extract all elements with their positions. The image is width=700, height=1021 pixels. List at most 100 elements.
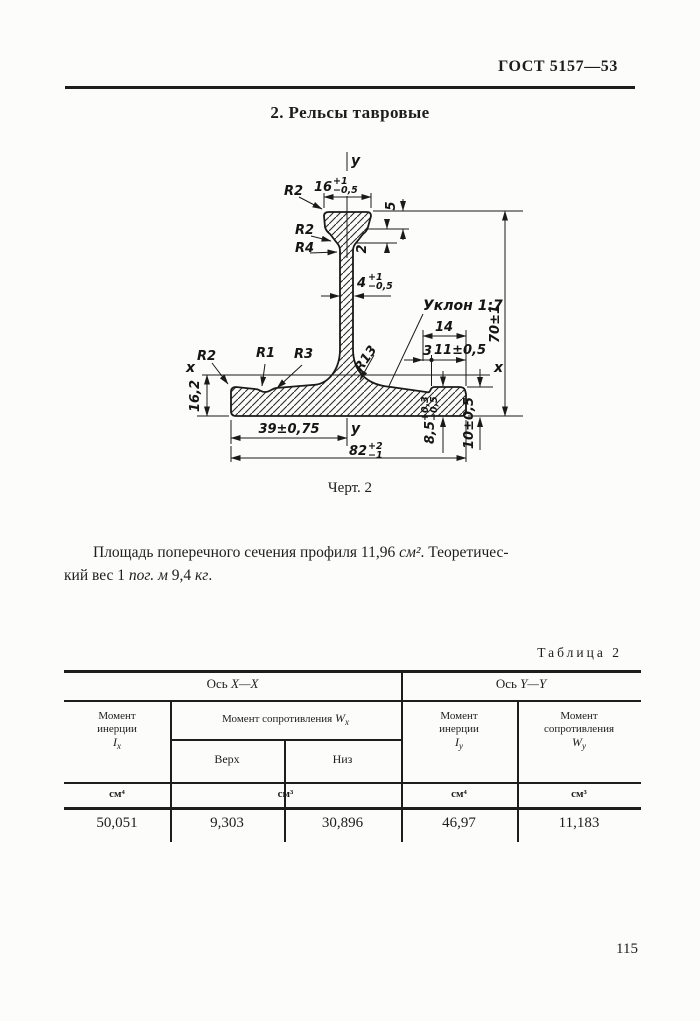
- header-line: Момент: [98, 710, 136, 722]
- value-resist-x-bottom: 30,896: [321, 815, 364, 831]
- r2-head-top-leader: [298, 196, 323, 210]
- rail-cross-section-drawing: y y x x 16 +1 −0,5 5 2: [185, 152, 523, 462]
- table-vline: [517, 700, 519, 842]
- header-inertia-y: Момент инерции Iy: [401, 710, 517, 753]
- symbol-I: I: [455, 735, 459, 749]
- dim-3-value: 3: [423, 344, 432, 359]
- figure-caption: Черт. 2: [327, 480, 373, 496]
- header-rule: [65, 86, 635, 89]
- dim-total-height-value: 70±1: [488, 305, 503, 343]
- radius-r2-neck-label: R2: [295, 223, 314, 238]
- table-vline: [401, 670, 403, 842]
- dim-foot-half-width: [230, 420, 348, 444]
- dim-total-height: [468, 210, 523, 417]
- axis-label-x-left: x: [185, 360, 196, 376]
- table-rule-thick: [64, 807, 641, 810]
- axis-y-symbol: Y—Y: [520, 676, 547, 691]
- header-inertia-x: Момент инерции Ix: [64, 710, 170, 753]
- paragraph-text: 9,4: [167, 567, 195, 584]
- table-top-border: [64, 670, 641, 673]
- header-line: инерции: [439, 723, 479, 735]
- dim-foot-axis-height-value: 16,2: [188, 380, 203, 412]
- dim-pad-height-tol-plus: +0,3: [420, 396, 431, 421]
- r1-leader: [260, 363, 267, 387]
- dim-web-tol-plus: +1: [368, 272, 383, 283]
- rail-profile-outline: [230, 211, 467, 417]
- symbol-W: W: [572, 735, 582, 749]
- symbol-sub-y: y: [459, 741, 463, 752]
- unit-pog-m: пог. м: [128, 567, 168, 584]
- table-title: Таблица 2: [537, 645, 622, 660]
- symbol-I: I: [113, 735, 117, 749]
- header-line: инерции: [97, 723, 137, 735]
- dim-foot-axis-height: [197, 374, 229, 417]
- symbol-sub-y: y: [582, 741, 586, 752]
- r2-neck-leader: [310, 235, 332, 242]
- dim-head-width: [323, 193, 372, 208]
- table-vline: [170, 700, 172, 842]
- page-number: 115: [616, 941, 638, 957]
- axis-y-prefix: Ось: [495, 676, 521, 691]
- header-line: Момент: [440, 710, 478, 722]
- dim-web-tol-minus: −0,5: [368, 281, 393, 292]
- dim-pad-group: [404, 330, 467, 386]
- header-axis-x: Ось X—X: [64, 677, 401, 690]
- dim-head-height: [368, 199, 523, 240]
- radius-r1-label: R1: [256, 346, 275, 361]
- table-vline: [284, 739, 286, 842]
- dim-pad-height-tol-minus: −0,5: [429, 396, 440, 421]
- dim-pad-height-value: 8,5: [423, 421, 438, 444]
- axis-label-y-bottom: y: [351, 421, 361, 437]
- radius-r4-label: R4: [295, 241, 314, 256]
- axis-label-y-top: y: [351, 153, 361, 169]
- slope-leader: [388, 313, 424, 387]
- table-rule: [64, 700, 641, 702]
- radius-r3-label: R3: [294, 347, 313, 362]
- dim-head-width-tol-plus: +1: [333, 176, 348, 187]
- section-title: 2. Рельсы тавровые: [270, 103, 430, 122]
- dim-total-width-tol-plus: +2: [368, 441, 383, 452]
- dim-head-height-value: 5: [384, 201, 399, 210]
- value-inertia-x: 50,051: [96, 815, 138, 831]
- radius-r2-foot-label: R2: [197, 349, 216, 364]
- paragraph-text: .: [208, 567, 213, 584]
- radius-r2-head-top-label: R2: [284, 184, 303, 199]
- header-axis-y: Ось Y—Y: [401, 677, 641, 690]
- symbol-sub-x: x: [117, 741, 121, 752]
- dim-head-width-tol-minus: −0,5: [333, 185, 358, 196]
- centerlines: [202, 152, 490, 446]
- header-resist-x: Момент сопротивления Wx: [170, 712, 401, 729]
- dim-edge-height-value: 10±0,5: [462, 397, 477, 449]
- dim-web-value: 4: [356, 276, 366, 291]
- unit-cm2: см²: [399, 544, 421, 561]
- axis-x-prefix: Ось: [206, 676, 231, 691]
- r3-leader: [276, 364, 303, 389]
- axis-label-x-right: x: [493, 360, 504, 376]
- header-resist-x-top: Верх: [214, 752, 240, 766]
- r4-leader: [309, 249, 338, 256]
- header-line: Момент сопротивления: [222, 713, 335, 725]
- header-line: Момент: [560, 710, 598, 722]
- dim-total-width: [230, 420, 467, 462]
- paragraph-text: Площадь поперечного сечения профиля 11,9…: [93, 544, 400, 561]
- unit-cm3: см³: [571, 788, 587, 800]
- table-rule: [64, 782, 641, 784]
- header-resist-y: Момент сопротивления Wy: [517, 710, 641, 753]
- dim-total-width-value: 82: [349, 444, 367, 459]
- paragraph-text: кий вес 1: [64, 567, 129, 584]
- properties-table: Ось X—X Ось Y—Y Момент инерции Ix Момент…: [64, 670, 641, 842]
- r2-foot-leader: [211, 362, 229, 385]
- header-resist-x-bottom: Низ: [332, 752, 353, 766]
- slope-label: Уклон 1:7: [423, 298, 503, 314]
- body-paragraph: Площадь поперечного сечения профиля 11,9…: [64, 541, 642, 587]
- r13-leader: [359, 354, 375, 381]
- paragraph-text: . Теоретичес-: [420, 544, 509, 561]
- value-inertia-y: 46,97: [442, 815, 476, 831]
- symbol-W: W: [334, 711, 345, 725]
- unit-cm3: см³: [277, 788, 294, 800]
- axis-x-symbol: X—X: [230, 676, 259, 691]
- unit-cm4: см⁴: [451, 788, 467, 800]
- unit-cm4: см⁴: [109, 788, 125, 800]
- header-line: сопротивления: [543, 723, 615, 735]
- dim-foot-half-width-value: 39±0,75: [258, 422, 319, 437]
